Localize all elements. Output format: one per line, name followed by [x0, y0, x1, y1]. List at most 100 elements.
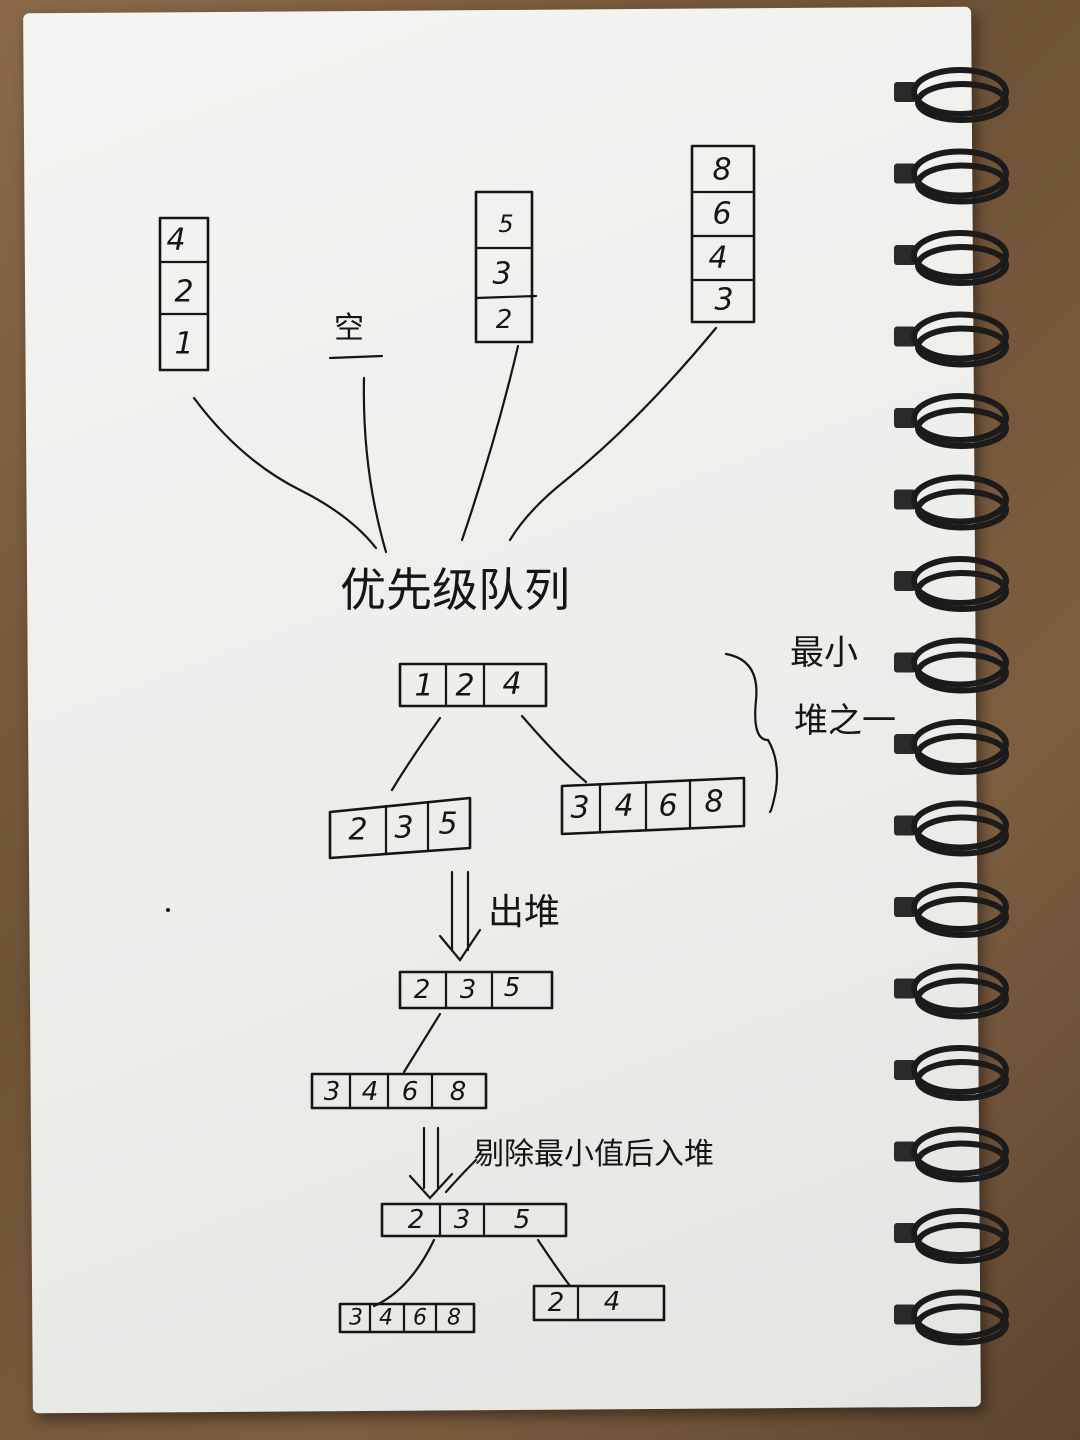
heap3-root-frame [380, 1202, 568, 1238]
pencil-dot [166, 908, 170, 912]
binding-ring [911, 67, 1009, 117]
heap3-right-cell-0: 2 [548, 1288, 565, 1318]
edge-stack1-queue [192, 396, 378, 550]
heap1-right-frame [560, 776, 746, 836]
binding-ring [911, 474, 1009, 525]
binding-hole [894, 489, 916, 510]
stack-3: 5 3 2 [474, 190, 538, 344]
binding-hole [894, 408, 916, 428]
binding-ring [911, 1126, 1009, 1177]
binding-ring [915, 570, 1009, 612]
heap3-right: 2 4 [532, 1284, 666, 1322]
binding-hole [894, 1060, 916, 1080]
binding-ring [911, 1208, 1009, 1258]
binding-hole [894, 245, 916, 265]
edge-stack3-queue [460, 344, 520, 542]
heap3-left-cell-0: 3 [349, 1306, 363, 1331]
stack-4-cell-0: 8 [712, 153, 731, 188]
binding-ring [915, 81, 1009, 123]
stack-3-cell-1: 3 [492, 257, 511, 292]
stack-3-cell-2: 2 [496, 305, 513, 335]
stack-4-cell-3: 3 [714, 283, 733, 318]
binding-ring [915, 651, 1009, 694]
binding-hole [894, 978, 916, 999]
heap1-root: 1 2 4 [398, 662, 548, 708]
empty-stack-label: 空 [334, 311, 364, 346]
heap2-root-cell-2: 5 [504, 973, 521, 1003]
binding-ring [915, 325, 1009, 368]
binding-ring [911, 393, 1009, 443]
reinsert-arrow [408, 1126, 478, 1200]
spiral-binding [894, 67, 1009, 1346]
stack-1-cell-0: 4 [166, 223, 185, 258]
min-heap-label-line1: 最小 [790, 633, 858, 673]
binding-ring [915, 1222, 1009, 1264]
binding-ring [915, 1059, 1009, 1101]
heap3-right-cell-1: 4 [604, 1287, 621, 1317]
binding-ring [911, 800, 1009, 851]
heap3-left-cell-1: 4 [379, 1306, 393, 1331]
binding-ring [911, 963, 1009, 1014]
stack-4-cell-2: 4 [708, 241, 727, 276]
heap2-left-frame [310, 1072, 488, 1110]
binding-hole [894, 571, 916, 591]
heap3-left-cell-2: 6 [413, 1306, 427, 1331]
heap1-right-cell-2: 6 [658, 789, 677, 824]
heap1-left-cell-0: 2 [348, 813, 367, 848]
binding-ring [915, 1140, 1009, 1183]
binding-ring [911, 230, 1009, 280]
heap1-brace [724, 652, 779, 814]
heap2-left: 3 4 6 8 [310, 1072, 488, 1110]
heap1-right-cell-3: 8 [704, 785, 723, 820]
heap3-left: 3 4 6 8 [338, 1302, 476, 1334]
heap1-root-cell-2: 4 [502, 667, 521, 702]
stack-3-frame [474, 190, 534, 344]
binding-ring [911, 311, 1009, 362]
heap2-root-cell-1: 3 [460, 975, 477, 1005]
heap2-left-cell-0: 3 [324, 1077, 341, 1107]
heap3-root-cell-2: 5 [514, 1205, 531, 1235]
priority-queue-label: 优先级队列 [340, 563, 570, 617]
heap1-root-cell-1: 2 [455, 669, 474, 704]
heap1-right-cell-0: 3 [570, 791, 589, 826]
stack-1-cell-1: 2 [174, 275, 193, 310]
stack-1-frame [158, 216, 210, 372]
heap1-right-cell-1: 4 [614, 789, 633, 824]
heap1-root-cell-0: 1 [414, 669, 433, 704]
binding-ring [911, 148, 1009, 199]
min-heap-label-line2: 堆之一 [794, 701, 896, 741]
binding-ring [911, 637, 1009, 688]
heap2-root: 2 3 5 [398, 970, 554, 1010]
heap2-left-cell-3: 8 [450, 1077, 467, 1107]
edge-stack4-queue [508, 326, 718, 542]
pop-label: 出堆 [488, 892, 560, 933]
heap2-root-cell-0: 2 [414, 975, 431, 1005]
binding-ring [911, 882, 1009, 932]
heap3-root-cell-0: 2 [408, 1205, 425, 1235]
binding-ring [915, 407, 1009, 449]
binding-ring [915, 896, 1009, 938]
heap1-root-frame [398, 662, 548, 708]
binding-hole [894, 1304, 916, 1325]
heap2-left-cell-1: 4 [362, 1077, 379, 1107]
heap1-left-cell-2: 5 [438, 807, 457, 842]
binding-hole [894, 1141, 916, 1162]
binding-ring [915, 244, 1009, 286]
binding-ring [915, 977, 1009, 1020]
stack-4-frame [690, 144, 756, 324]
stack-3-cell-0: 5 [498, 210, 513, 238]
heap1-left-cell-1: 3 [394, 811, 413, 846]
heap3-right-frame [532, 1284, 666, 1322]
stack-4: 8 6 4 3 [690, 144, 756, 324]
pop-arrow [438, 870, 482, 962]
binding-hole [894, 734, 916, 754]
heap3-left-frame [338, 1302, 476, 1334]
stack-1-cell-2: 1 [174, 327, 193, 362]
binding-ring [915, 162, 1009, 205]
binding-hole [894, 163, 916, 184]
edge-empty-queue [362, 376, 388, 554]
binding-ring [915, 488, 1009, 531]
heap2-left-cell-2: 6 [402, 1077, 419, 1107]
stack-4-cell-1: 6 [712, 197, 731, 232]
